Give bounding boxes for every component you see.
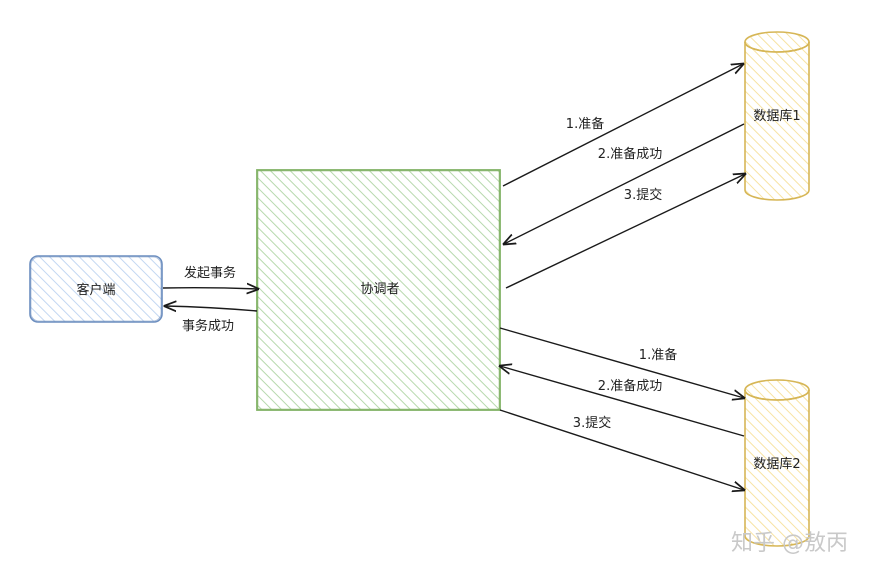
db2-label: 数据库2 [753, 456, 800, 472]
label-db1-prepare-ok: 2.准备成功 [598, 146, 662, 162]
label-db2-prepare-ok: 2.准备成功 [598, 378, 662, 394]
arrow-db2-prepare [499, 327, 744, 398]
arrow-db1-commit [505, 174, 745, 289]
coordinator-label: 协调者 [360, 282, 399, 297]
db2-node[interactable]: 数据库2 [744, 379, 810, 547]
label-db1-commit: 3.提交 [624, 187, 662, 203]
label-db2-commit: 3.提交 [573, 415, 611, 431]
arrow-db1-prepare-ok [504, 123, 745, 244]
arrow-db2-commit [499, 409, 744, 490]
arrow-begin-tx [162, 288, 258, 289]
label-tx-success: 事务成功 [182, 318, 234, 334]
label-db1-prepare: 1.准备 [566, 116, 604, 132]
label-db2-prepare: 1.准备 [639, 347, 677, 363]
db1-node[interactable]: 数据库1 [744, 31, 810, 201]
arrow-tx-success [165, 306, 258, 311]
client-node[interactable]: 客户端 [29, 255, 163, 323]
label-begin-tx: 发起事务 [184, 265, 236, 281]
watermark: 知乎 @敖丙 [731, 531, 848, 556]
arrow-db2-prepare-ok [500, 366, 745, 437]
coordinator-node[interactable]: 协调者 [256, 169, 501, 411]
arrow-db1-prepare [502, 64, 743, 187]
client-label: 客户端 [76, 282, 115, 298]
db1-label: 数据库1 [753, 108, 800, 124]
